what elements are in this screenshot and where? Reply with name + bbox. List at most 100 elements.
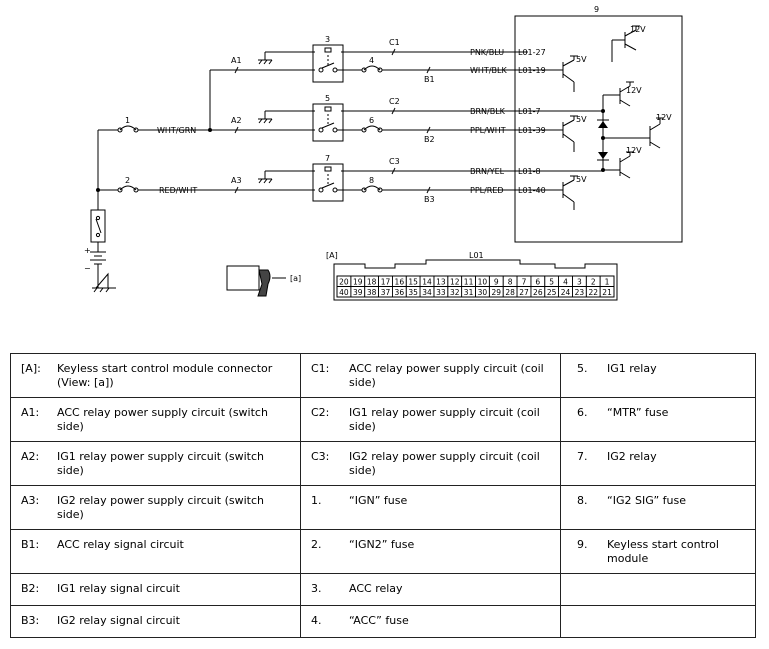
relay-number-5: 5	[325, 94, 330, 103]
connector-pin-number: 40	[339, 288, 349, 297]
diode-upper	[598, 121, 608, 128]
legend-cell: 8. “IG2 SIG” fuse	[560, 485, 756, 530]
connector-pin-number: 5	[549, 278, 554, 287]
legend-key: A2:	[21, 450, 40, 463]
legend-key: B3:	[21, 614, 40, 627]
legend-cell: 2.“IGN2” fuse	[300, 529, 561, 574]
connector-pin-number: 6	[535, 278, 540, 287]
voltage-5v: 5V	[576, 55, 587, 64]
connector-pin-number: 12	[450, 278, 460, 287]
legend-key: 9.	[577, 538, 588, 551]
connector-pin-number: 24	[561, 288, 571, 297]
legend-description: ACC relay signal circuit	[57, 538, 184, 551]
voltage-5v: 5V	[576, 175, 587, 184]
legend-description: IG1 relay	[607, 362, 657, 375]
legend-key: A1:	[21, 406, 40, 419]
legend-key: 8.	[577, 494, 588, 507]
legend-table: [A]: Keyless start control module connect…	[10, 353, 756, 638]
connector-pin-number: 35	[408, 288, 418, 297]
legend-cell: B1:ACC relay signal circuit	[10, 529, 301, 574]
keyless-start-control-module-box	[514, 15, 683, 243]
connector-pin-number: 19	[353, 278, 363, 287]
legend-cell: A1: ACC relay power supply circuit (switc…	[10, 397, 301, 442]
legend-key: 7.	[577, 450, 588, 463]
legend-description: ACC relay	[349, 582, 403, 595]
pin-l01-40: L01-40	[518, 186, 546, 195]
legend-description: Keyless start control module connector (…	[57, 362, 273, 389]
legend-cell: [A]: Keyless start control module connect…	[10, 353, 301, 398]
voltage-12v: 12V	[626, 86, 642, 95]
pin-l01-27: L01-27	[518, 48, 546, 57]
relay-number-7: 7	[325, 154, 330, 163]
legend-description: IG1 relay signal circuit	[57, 582, 180, 595]
circuit-b1: B1	[424, 75, 435, 84]
diode-lower	[598, 152, 608, 159]
connector-tag: [A]	[326, 251, 338, 260]
connector-pin-number: 3	[577, 278, 582, 287]
legend-key: [A]:	[21, 362, 41, 375]
legend-row: A2:IG1 relay power supply circuit (switc…	[10, 441, 756, 486]
fuse-number-4: 4	[369, 56, 374, 65]
wire-color-ppl-wht: PPL/WHT	[470, 126, 506, 135]
connector-pin-number: 14	[422, 278, 432, 287]
legend-row: A3:IG2 relay power supply circuit (switc…	[10, 485, 756, 530]
circuit-b2: B2	[424, 135, 435, 144]
connector-name: L01	[469, 251, 484, 260]
voltage-12v: 12V	[630, 25, 646, 34]
connector-pin-number: 18	[367, 278, 377, 287]
legend-description: ACC relay power supply circuit (coil sid…	[349, 362, 544, 389]
connector-pin-number: 8	[508, 278, 513, 287]
pin-l01-7: L01-7	[518, 107, 541, 116]
connector-pin-number: 29	[492, 288, 502, 297]
legend-cell: B3:IG2 relay signal circuit	[10, 605, 301, 638]
voltage-12v: 12V	[656, 113, 672, 122]
legend-cell: C1: ACC relay power supply circuit (coil …	[300, 353, 561, 398]
connector-pin-cell	[599, 286, 615, 298]
wire-color-wht-blk: WHT/BLK	[470, 66, 507, 75]
legend-key: C3:	[311, 450, 330, 463]
ground-symbols	[92, 59, 273, 293]
legend-cell: 4.“ACC” fuse	[300, 605, 561, 638]
pin-l01-8: L01-8	[518, 167, 541, 176]
legend-key: 4.	[311, 614, 322, 627]
legend-description: “IGN2” fuse	[349, 538, 415, 551]
legend-key: 1.	[311, 494, 322, 507]
connector-pin-number: 27	[519, 288, 529, 297]
circuit-b3: B3	[424, 195, 435, 204]
wire-color-ppl-red: PPL/RED	[470, 186, 504, 195]
acc-relay	[312, 44, 344, 83]
legend-row: A1: ACC relay power supply circuit (switc…	[10, 397, 756, 442]
legend-cell: A2:IG1 relay power supply circuit (switc…	[10, 441, 301, 486]
legend-cell	[560, 573, 756, 606]
fuse-number-2: 2	[125, 176, 130, 185]
connector-pin-number: 1	[605, 278, 610, 287]
legend-description: IG2 relay power supply circuit (switch s…	[57, 494, 265, 521]
legend-cell: A3:IG2 relay power supply circuit (switc…	[10, 485, 301, 530]
wire-color-pnk-blu: PNK/BLU	[470, 48, 504, 57]
legend-row: [A]: Keyless start control module connect…	[10, 353, 756, 398]
connector-pin-number: 37	[381, 288, 391, 297]
legend-cell: 1.“IGN” fuse	[300, 485, 561, 530]
legend-description: “IG2 SIG” fuse	[607, 494, 687, 507]
connector-pin-number: 17	[381, 278, 391, 287]
circuit-a1: A1	[231, 56, 242, 65]
connector-pin-number: 4	[563, 278, 568, 287]
wire-color-brn-yel: BRN/YEL	[470, 167, 505, 176]
legend-cell: 5.IG1 relay	[560, 353, 756, 398]
module-number: 9	[594, 5, 599, 14]
wire-color-feed2: RED/WHT	[159, 186, 197, 195]
legend-description: Keyless start control module	[607, 538, 719, 565]
voltage-5v: 5V	[576, 115, 587, 124]
connector-pin-number: 33	[436, 288, 446, 297]
legend-key: C1:	[311, 362, 330, 375]
connector-pin-number: 28	[505, 288, 515, 297]
connector-pin-number: 36	[395, 288, 405, 297]
legend-description: IG1 relay power supply circuit (coil sid…	[349, 406, 540, 433]
relay-number-3: 3	[325, 35, 330, 44]
circuit-a3: A3	[231, 176, 242, 185]
legend-description: ACC relay power supply circuit (switch s…	[57, 406, 268, 433]
connector-pin-number: 21	[602, 288, 612, 297]
